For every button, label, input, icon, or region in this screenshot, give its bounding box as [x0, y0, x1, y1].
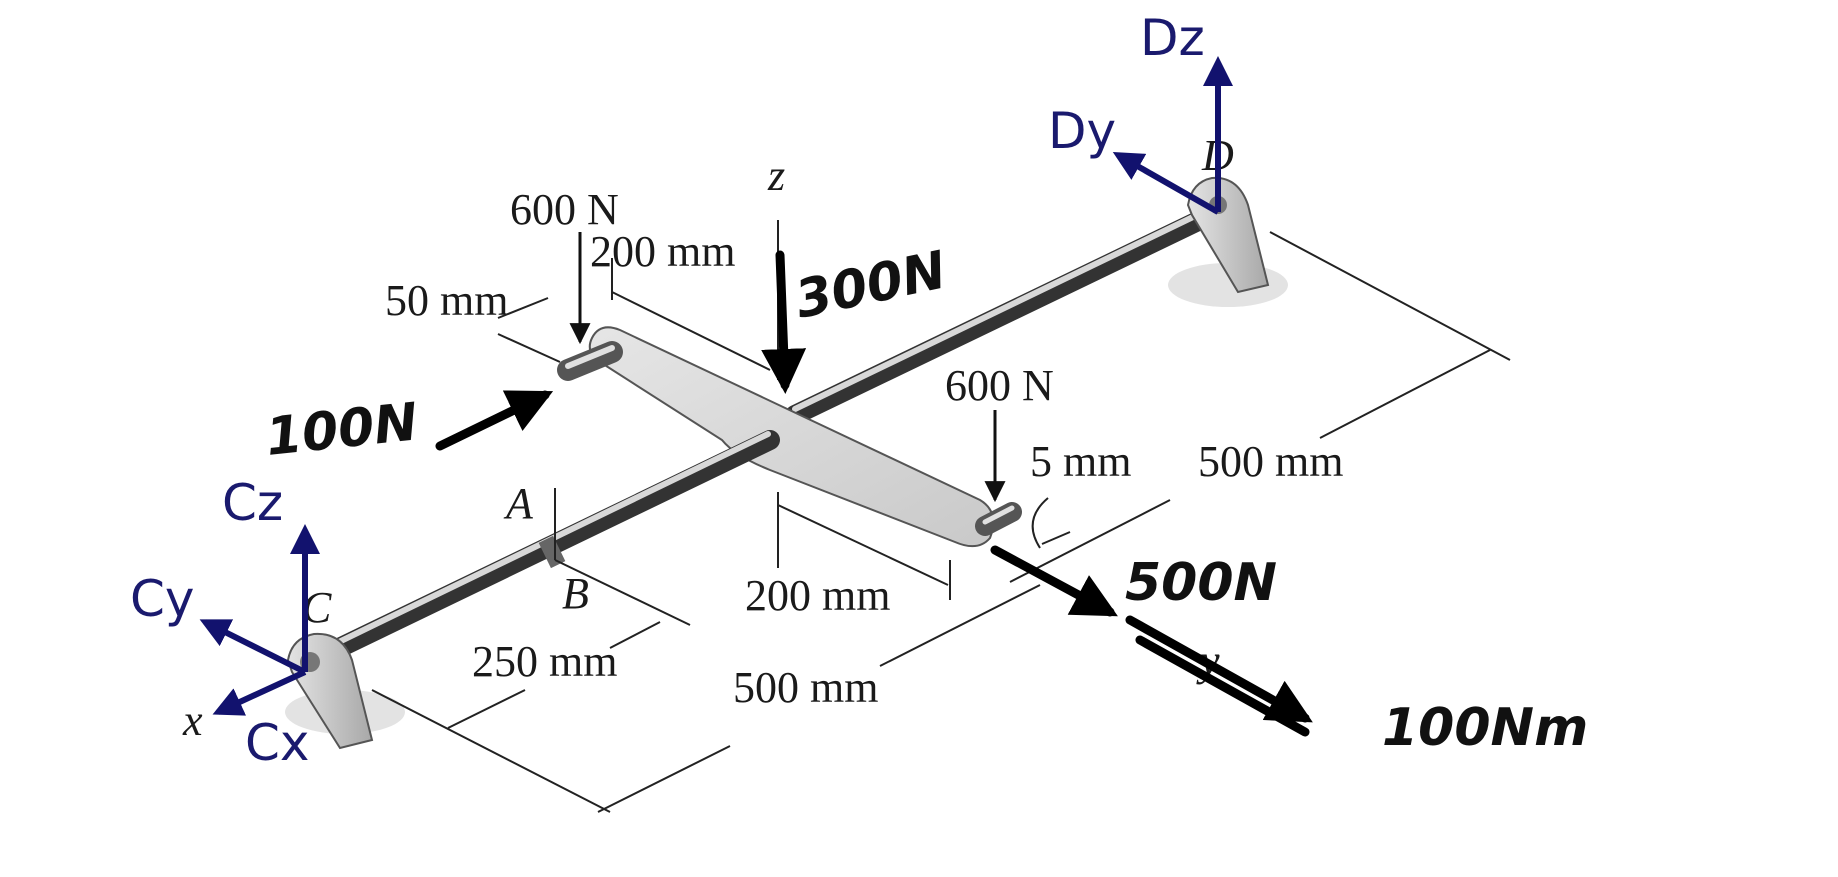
point-b-label: B: [562, 569, 589, 618]
dim-250: 250 mm: [447, 559, 691, 729]
reaction-d: Dz Dy: [1048, 9, 1233, 215]
svg-text:500N: 500N: [1125, 553, 1277, 613]
lever-plate: [588, 326, 995, 548]
reaction-c: Cz Cy Cx: [130, 474, 320, 772]
reaction-cz-label: Cz: [222, 474, 283, 532]
axis-z-label: z: [767, 151, 785, 200]
reaction-dz-label: Dz: [1140, 9, 1205, 67]
dim-500-bottom: 500 mm: [371, 584, 1041, 813]
force-600-right: 600 N: [945, 361, 1054, 503]
hand-force-300: 300N: [761, 240, 951, 394]
svg-text:300N: 300N: [790, 240, 951, 330]
reaction-cx-label: Cx: [245, 714, 310, 772]
coupling-ab: [538, 535, 566, 569]
dim-200-bottom: 200 mm: [745, 492, 951, 620]
svg-text:100N: 100N: [263, 392, 421, 468]
reaction-cy-label: Cy: [130, 570, 195, 628]
left-pin: [557, 341, 623, 381]
svg-text:600 N: 600 N: [945, 361, 1054, 410]
force-600-left: 600 N: [510, 185, 619, 345]
hand-force-100: 100N: [263, 390, 554, 468]
axis-x-label: x: [182, 696, 203, 745]
hand-moment-100: 100Nm: [1125, 615, 1588, 758]
svg-text:250 mm: 250 mm: [472, 637, 617, 686]
svg-text:500 mm: 500 mm: [1198, 437, 1343, 486]
dim-5: 5 mm: [1030, 437, 1131, 549]
svg-text:100Nm: 100Nm: [1382, 698, 1588, 758]
point-a-label: A: [503, 479, 534, 528]
dim-500-right: 500 mm: [1009, 231, 1511, 583]
right-pin: [975, 502, 1022, 536]
dim-200-top: 200 mm: [590, 227, 771, 371]
dim-50: 50 mm: [385, 276, 561, 363]
shaft-front: [300, 430, 780, 672]
svg-text:200 mm: 200 mm: [745, 571, 890, 620]
svg-text:600 N: 600 N: [510, 185, 619, 234]
shaft-rear: [785, 198, 1235, 425]
svg-text:200 mm: 200 mm: [590, 227, 735, 276]
svg-text:5 mm: 5 mm: [1030, 437, 1131, 486]
reaction-dy-label: Dy: [1048, 102, 1116, 160]
svg-text:50 mm: 50 mm: [385, 276, 508, 325]
svg-text:500 mm: 500 mm: [733, 663, 878, 712]
hand-force-500: 500N: [990, 545, 1277, 617]
